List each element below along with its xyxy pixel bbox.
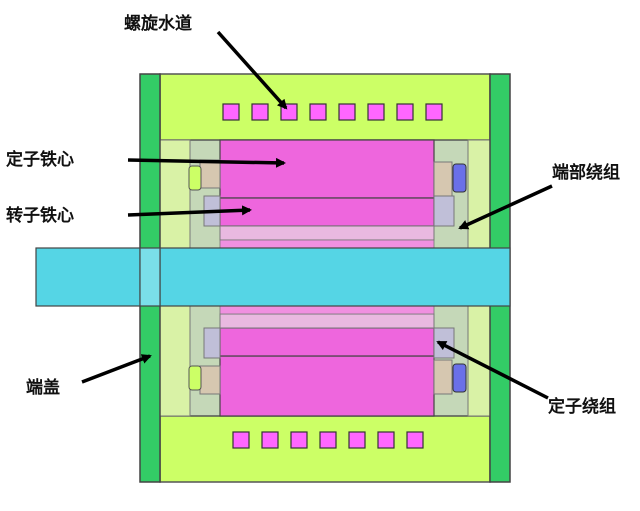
end-winding-left-top (199, 159, 221, 189)
channel-square (396, 103, 414, 121)
rotor-strip-bottom (219, 313, 435, 329)
rotor-core-top (219, 197, 435, 227)
winding-cap-right-bottom (452, 363, 467, 393)
end-winding-left-bottom (199, 365, 221, 395)
stator-core-bottom (219, 355, 435, 417)
rotor-strip-top-2 (219, 239, 435, 249)
end-cover-right-upper (467, 139, 491, 249)
end-winding-right-bottom-2 (433, 327, 455, 359)
end-winding-right-top-2 (433, 195, 455, 227)
channel-square (232, 431, 250, 449)
winding-cap-right-top (452, 163, 467, 193)
channel-square (406, 431, 424, 449)
channel-square (348, 431, 366, 449)
housing-bottom (159, 415, 491, 483)
channel-square (377, 431, 395, 449)
arrow-rotor-core (127, 205, 252, 217)
label-stator-core: 定子铁心 (6, 150, 74, 170)
callout-arrows (81, 30, 553, 400)
arrow-stator-core (127, 157, 286, 168)
rotor-strip-bottom-2 (219, 305, 435, 315)
rotor-core-bottom (219, 327, 435, 357)
shaft (159, 247, 511, 307)
end-winding-right-bottom (433, 359, 453, 395)
arrow-stator-winding (436, 340, 549, 400)
channel-square (425, 103, 443, 121)
label-end-cover: 端盖 (26, 378, 60, 398)
spiral-channels-top (222, 103, 443, 121)
arrow-spiral-channel (216, 30, 288, 110)
rotor-strip-top (219, 225, 435, 241)
shaft-through-plate (139, 247, 161, 307)
label-stator-winding: 定子绕组 (548, 397, 616, 417)
channel-square (251, 103, 269, 121)
label-end-winding: 端部绕组 (552, 163, 620, 183)
shaft-left-stub (35, 247, 141, 307)
spiral-channels-bottom (232, 431, 424, 449)
arrow-end-cover (81, 354, 152, 384)
channel-square (367, 103, 385, 121)
channel-square (309, 103, 327, 121)
label-rotor-core: 转子铁心 (6, 206, 74, 226)
end-cover-left-lower (159, 305, 191, 417)
arrow-end-winding (458, 184, 553, 230)
label-spiral-channel: 螺旋水道 (124, 14, 192, 34)
channel-square (319, 431, 337, 449)
stator-core-top (219, 139, 435, 199)
channel-square (290, 431, 308, 449)
end-winding-left-bottom-2 (203, 327, 221, 359)
winding-tab-left-bottom (188, 365, 202, 391)
end-winding-right-top (433, 161, 453, 197)
channel-square (261, 431, 279, 449)
channel-square (222, 103, 240, 121)
end-cover-left-upper (159, 139, 191, 249)
channel-square (338, 103, 356, 121)
winding-tab-left-top (188, 165, 202, 191)
